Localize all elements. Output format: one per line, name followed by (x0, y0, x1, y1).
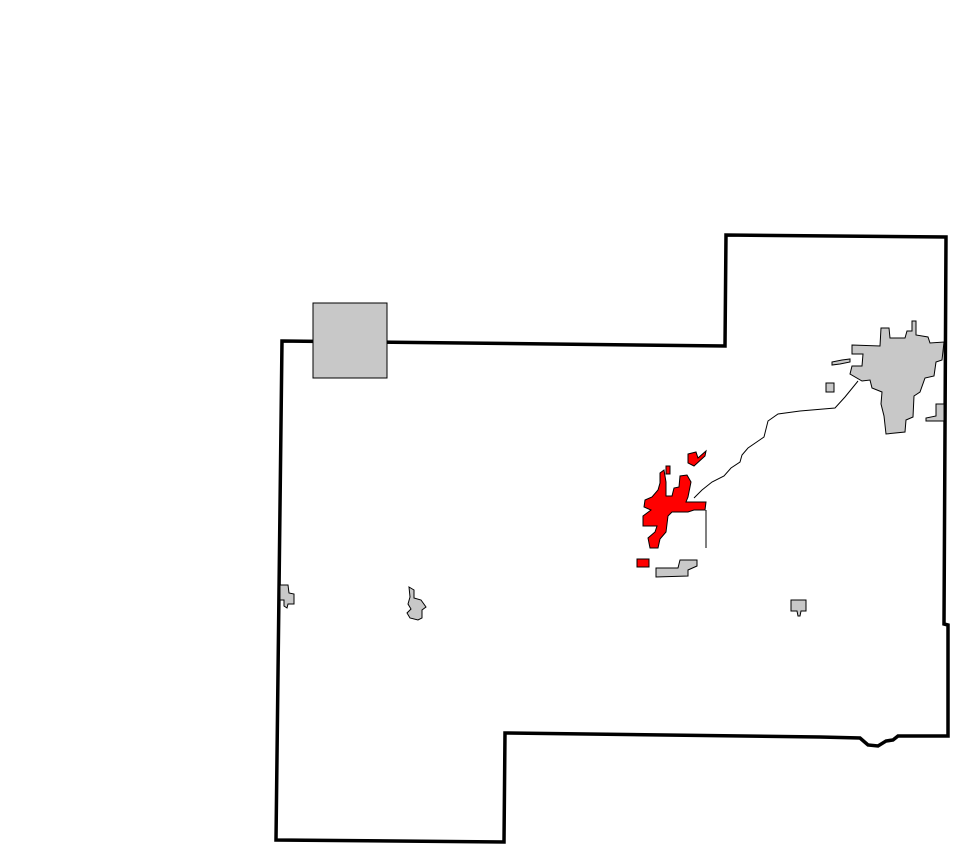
northeast-small-place (925, 403, 945, 422)
highlighted-city-part (665, 465, 671, 475)
highlighted-city (642, 469, 707, 549)
highlighted-city-part (636, 558, 650, 568)
small-place-sliver (831, 358, 851, 366)
east-place (790, 599, 807, 617)
square-place (312, 302, 388, 379)
small-place-square (825, 382, 835, 393)
south-place (655, 559, 698, 578)
central-place (406, 586, 427, 621)
highlighted-city-part (687, 449, 707, 467)
northeast-place (849, 320, 945, 435)
county-boundary (274, 233, 950, 844)
west-edge-place (279, 584, 295, 609)
road-line (693, 380, 859, 499)
